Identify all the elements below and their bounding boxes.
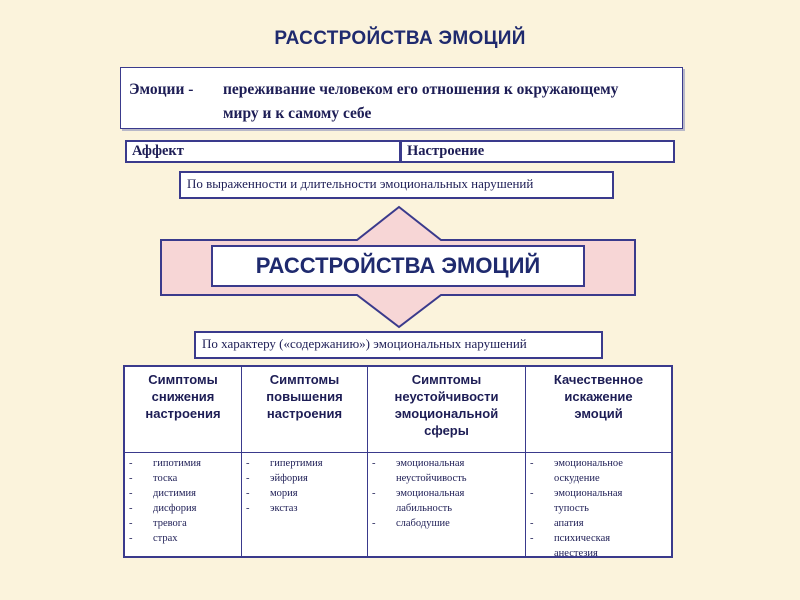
list-item: -гипертимия xyxy=(246,458,323,469)
list-item: -слабодушие xyxy=(372,518,450,529)
list-item: -апатия xyxy=(530,518,584,529)
symptom-list: -гипертимия -эйфория -мория -экстаз xyxy=(242,452,367,556)
list-item: -экстаз xyxy=(246,503,298,514)
type-mood: Настроение xyxy=(400,140,675,163)
category-column: Качественное искажение эмоций -эмоционал… xyxy=(526,367,671,559)
definition-text-line-1: переживание человеком его отношения к ок… xyxy=(223,81,619,98)
category-column: Симптомы снижения настроения -гипотимия … xyxy=(125,367,242,556)
list-item: -эйфория xyxy=(246,473,308,484)
category-header: Симптомы снижения настроения xyxy=(145,372,221,421)
list-item: -тревога xyxy=(129,518,187,529)
note-by-character: По характеру («содержанию») эмоциональны… xyxy=(194,331,603,359)
type-affect: Аффект xyxy=(125,140,401,163)
category-column: Симптомы повышения настроения -гипертими… xyxy=(242,367,368,556)
center-title: РАССТРОЙСТВА ЭМОЦИЙ xyxy=(211,245,585,287)
symptom-list: -гипотимия -тоска -дистимия -дисфория -т… xyxy=(125,452,241,556)
definition-term: Эмоции - xyxy=(129,81,194,98)
category-header: Симптомы неустойчивости эмоциональной сф… xyxy=(394,372,499,438)
list-item: -гипотимия xyxy=(129,458,201,469)
list-item: -страх xyxy=(129,533,178,544)
category-header: Качественное искажение эмоций xyxy=(553,372,644,421)
category-column: Симптомы неустойчивости эмоциональной сф… xyxy=(368,367,526,556)
list-item: -тоска xyxy=(129,473,178,484)
list-item: -мория xyxy=(246,488,298,499)
definition-box: Эмоции - переживание человеком его отнош… xyxy=(120,67,683,129)
list-item: -дисфория xyxy=(129,503,197,514)
note-by-intensity: По выраженности и длительности эмоционал… xyxy=(179,171,614,199)
page-title: РАССТРОЙСТВА ЭМОЦИЙ xyxy=(274,28,526,49)
definition-text-line-2: миру и к самому себе xyxy=(223,105,372,122)
categories-table: Симптомы снижения настроения -гипотимия … xyxy=(123,365,673,559)
list-item: -дистимия xyxy=(129,488,196,499)
category-header: Симптомы повышения настроения xyxy=(266,372,343,421)
